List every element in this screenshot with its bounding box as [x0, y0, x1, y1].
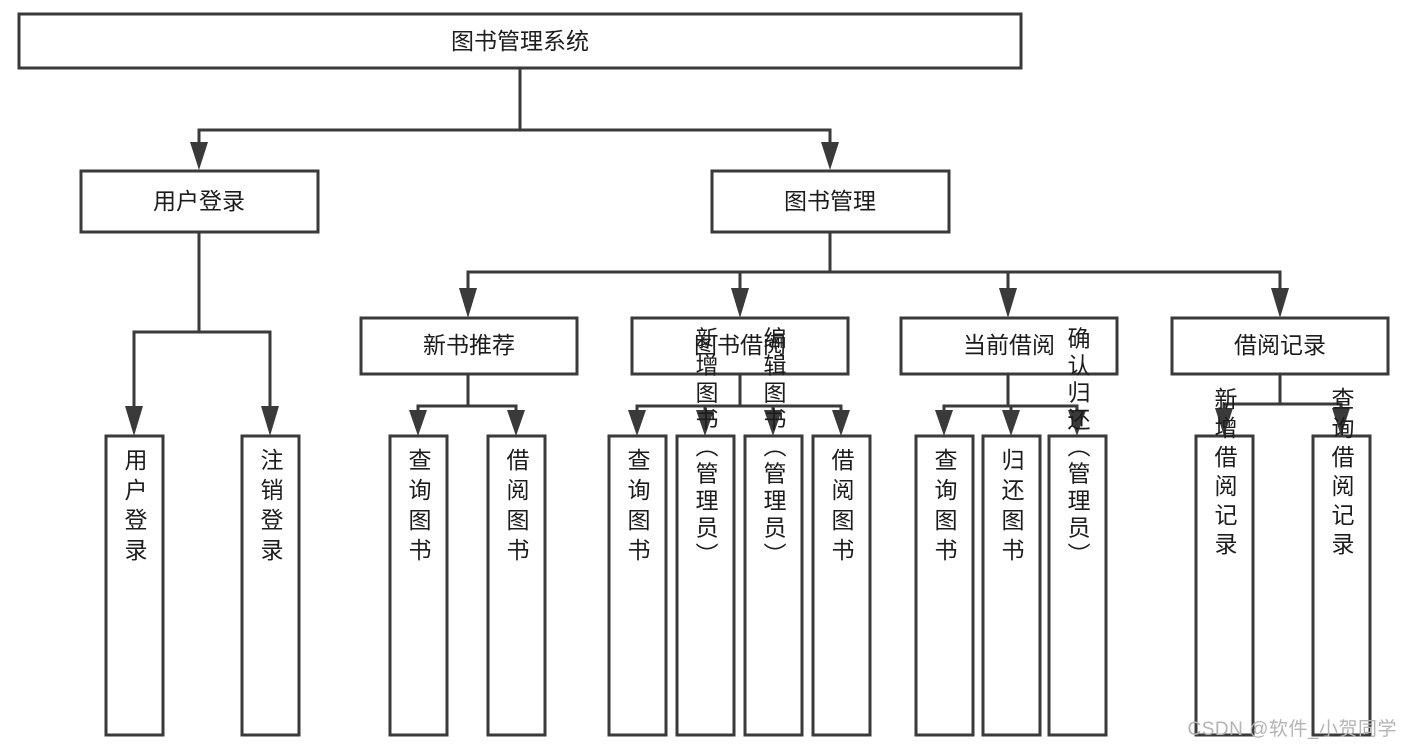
- arrow-head-leaf-query-book-3: [935, 410, 953, 436]
- node-leaf-borrow-book-2[interactable]: 借阅图书: [811, 434, 872, 737]
- node-borrow-record-label: 借阅记录: [1234, 332, 1326, 358]
- node-leaf-query-record[interactable]: 查询借阅记录: [1311, 387, 1372, 737]
- arrow-head-leaf-user-logout: [261, 406, 279, 436]
- connector-group: [125, 66, 1350, 436]
- arrow-head-leaf-confirm-return: [1068, 410, 1086, 436]
- arrow-head-leaf-edit-book: [764, 410, 782, 436]
- node-leaf-edit-book-box[interactable]: [743, 434, 804, 737]
- node-leaf-query-book-2[interactable]: 查询图书: [607, 434, 668, 737]
- node-leaf-edit-book-label: 编辑图书（管理员）: [760, 327, 787, 570]
- node-leaf-confirm-return[interactable]: 确认归还（管理员）: [1047, 327, 1108, 737]
- node-leaf-query-book-1-box[interactable]: [388, 434, 449, 737]
- node-leaf-query-book-2-label: 查询图书: [624, 448, 651, 568]
- csdn-watermark: CSDN @软件_小贺同学: [1187, 719, 1397, 740]
- arrow-head-leaf-borrow-book-1: [507, 410, 525, 436]
- arrow-head-user-login: [190, 142, 208, 170]
- node-leaf-query-book-3-box[interactable]: [914, 434, 975, 737]
- node-book-borrow-label: 图书借阅: [694, 332, 786, 358]
- node-leaf-borrow-book-1[interactable]: 借阅图书: [486, 434, 547, 737]
- node-current-borrow[interactable]: 当前借阅: [899, 316, 1119, 376]
- node-leaf-query-record-box[interactable]: [1311, 434, 1372, 737]
- node-leaf-borrow-book-1-box[interactable]: [486, 434, 547, 737]
- node-leaf-return-book-box[interactable]: [981, 434, 1042, 737]
- node-book-borrow[interactable]: 图书借阅: [630, 316, 850, 376]
- arrow-head-leaf-return-book: [1002, 410, 1020, 436]
- node-leaf-return-book[interactable]: 归还图书: [981, 434, 1042, 737]
- arrow-head-leaf-borrow-book-2: [832, 410, 850, 436]
- node-leaf-add-book[interactable]: 新增图书（管理员）: [675, 327, 736, 737]
- node-leaf-edit-book[interactable]: 编辑图书（管理员）: [743, 327, 804, 737]
- node-root-label: 图书管理系统: [451, 28, 589, 54]
- arrow-head-leaf-user-login: [125, 406, 143, 436]
- arrow-head-current-borrow: [999, 288, 1017, 318]
- arrow-head-borrow-record: [1271, 288, 1289, 318]
- node-leaf-confirm-return-box[interactable]: [1047, 434, 1108, 737]
- node-leaf-user-logout-label: 注销登录: [257, 448, 284, 568]
- node-user-login[interactable]: 用户登录: [79, 169, 320, 234]
- node-user-login-box[interactable]: [79, 169, 320, 234]
- node-leaf-user-login[interactable]: 用户登录: [104, 434, 165, 737]
- node-leaf-add-record-label: 新增借阅记录: [1211, 387, 1238, 561]
- arrow-head-leaf-query-record: [1332, 408, 1350, 436]
- node-leaf-add-book-box[interactable]: [675, 434, 736, 737]
- node-root-box[interactable]: [17, 12, 1023, 70]
- node-leaf-user-login-box[interactable]: [104, 434, 165, 737]
- arrow-head-book-management: [821, 142, 839, 170]
- node-leaf-borrow-book-2-label: 借阅图书: [828, 448, 855, 568]
- node-book-management-box[interactable]: [710, 169, 951, 234]
- arrow-head-new-book-recommend: [459, 288, 477, 318]
- node-book-management[interactable]: 图书管理: [710, 169, 951, 234]
- node-borrow-record-box[interactable]: [1170, 316, 1390, 376]
- node-new-book-recommend-label: 新书推荐: [423, 332, 515, 358]
- arrow-head-leaf-add-record: [1215, 408, 1233, 436]
- node-root[interactable]: 图书管理系统: [17, 12, 1023, 70]
- node-current-borrow-box[interactable]: [899, 316, 1119, 376]
- node-book-management-label: 图书管理: [784, 188, 876, 214]
- node-leaf-query-book-2-box[interactable]: [607, 434, 668, 737]
- node-leaf-add-record[interactable]: 新增借阅记录: [1194, 387, 1255, 737]
- node-leaf-borrow-book-2-box[interactable]: [811, 434, 872, 737]
- arrow-head-book-borrow: [731, 288, 749, 318]
- arrow-head-leaf-add-book: [696, 410, 714, 436]
- node-leaf-borrow-book-1-label: 借阅图书: [503, 448, 530, 568]
- node-borrow-record[interactable]: 借阅记录: [1170, 316, 1390, 376]
- node-leaf-query-book-1[interactable]: 查询图书: [388, 434, 449, 737]
- node-leaf-user-login-label: 用户登录: [121, 448, 148, 568]
- node-current-borrow-label: 当前借阅: [963, 332, 1055, 358]
- node-leaf-add-record-box[interactable]: [1194, 434, 1255, 737]
- node-leaf-query-book-3[interactable]: 查询图书: [914, 434, 975, 737]
- node-user-login-label: 用户登录: [153, 188, 245, 214]
- node-leaf-add-book-label: 新增图书（管理员）: [692, 327, 719, 570]
- arrow-head-leaf-query-book-2: [628, 410, 646, 436]
- node-new-book-recommend-box[interactable]: [359, 316, 579, 376]
- node-leaf-user-logout-box[interactable]: [240, 434, 301, 737]
- node-leaf-return-book-label: 归还图书: [998, 448, 1025, 568]
- node-leaf-confirm-return-label: 确认归还（管理员）: [1064, 327, 1091, 570]
- arrow-head-leaf-query-book-1: [409, 410, 427, 436]
- node-leaf-query-book-3-label: 查询图书: [931, 448, 958, 568]
- node-new-book-recommend[interactable]: 新书推荐: [359, 316, 579, 376]
- node-leaf-user-logout[interactable]: 注销登录: [240, 434, 301, 737]
- node-leaf-query-book-1-label: 查询图书: [405, 448, 432, 568]
- node-book-borrow-box[interactable]: [630, 316, 850, 376]
- node-leaf-query-record-label: 查询借阅记录: [1328, 387, 1355, 561]
